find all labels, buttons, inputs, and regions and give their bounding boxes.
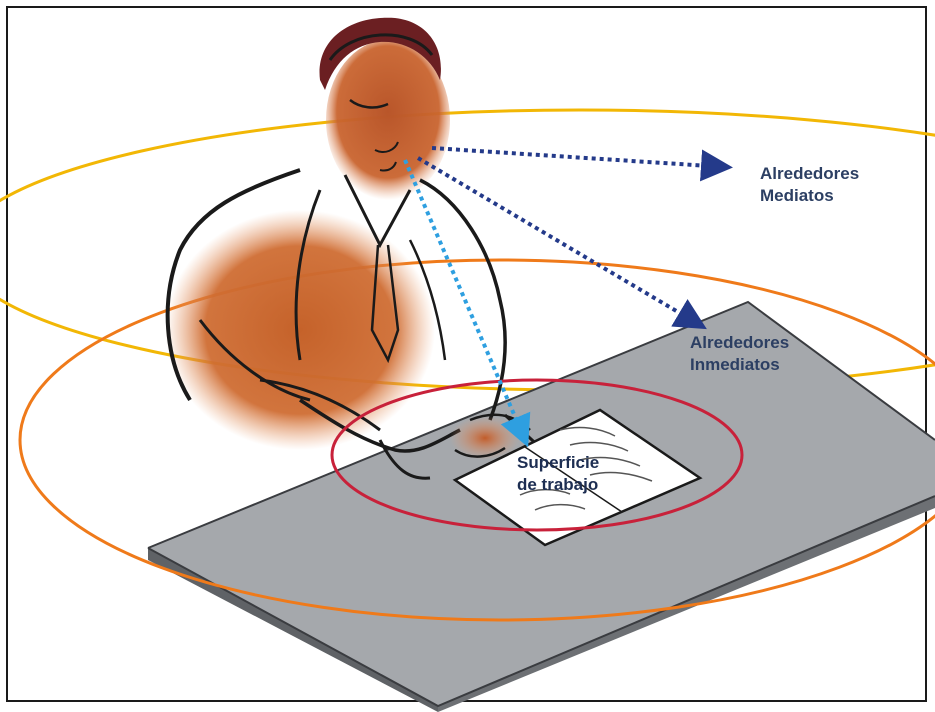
label-inmediatos-line2: Inmediatos (690, 354, 789, 376)
arrow-to-mediatos (432, 148, 725, 167)
label-alrededores-mediatos: Alrededores Mediatos (760, 163, 859, 207)
arrow-to-inmediatos (418, 158, 700, 325)
label-alrededores-inmediatos: Alrededores Inmediatos (690, 332, 789, 376)
label-mediatos-line2: Mediatos (760, 185, 859, 207)
label-superficie-line2: de trabajo (517, 474, 599, 496)
label-mediatos-line1: Alrededores (760, 163, 859, 185)
label-inmediatos-line1: Alrededores (690, 332, 789, 354)
label-superficie-line1: Superficie (517, 452, 599, 474)
label-superficie-de-trabajo: Superficie de trabajo (517, 452, 599, 496)
